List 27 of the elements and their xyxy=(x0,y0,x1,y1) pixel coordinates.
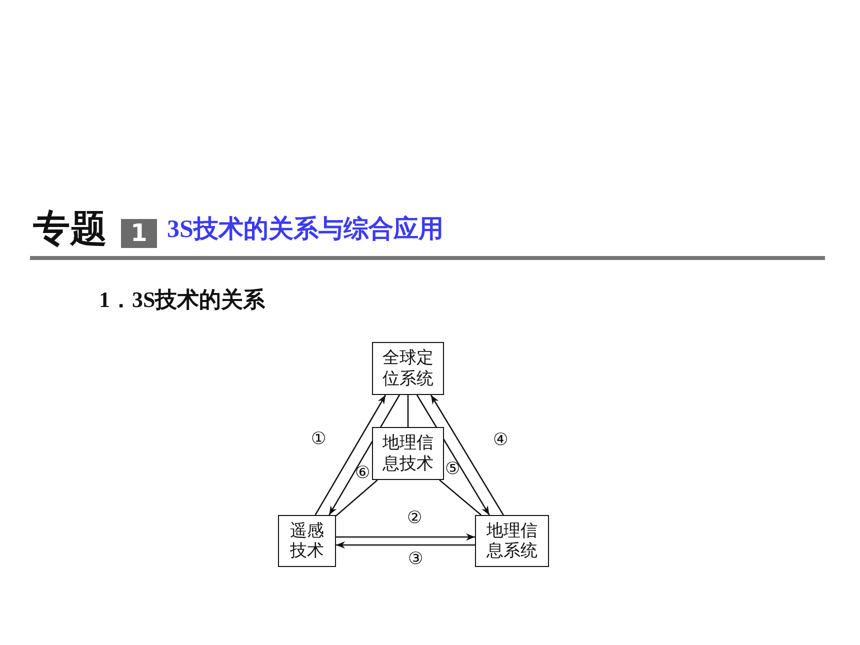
topic-number: 1 xyxy=(121,219,157,248)
edge-label: ⑤ xyxy=(445,461,460,478)
connector-line xyxy=(407,395,409,427)
topic-title: 3S技术的关系与综合应用 xyxy=(167,214,444,245)
edge-label: ③ xyxy=(408,551,424,568)
edge-label: ② xyxy=(407,510,422,527)
connector-line xyxy=(336,480,378,516)
node-label: 地理信息系统 xyxy=(486,520,538,562)
arrow xyxy=(328,394,400,516)
text-box xyxy=(278,515,336,567)
text-box xyxy=(372,342,444,395)
arrow xyxy=(314,394,386,516)
node-label: 地理信息技术 xyxy=(382,433,434,474)
edge-label: ⑥ xyxy=(355,465,370,482)
node-label: 全球定位系统 xyxy=(382,348,434,389)
topic-heading: 专题 xyxy=(33,210,107,249)
arrow xyxy=(336,533,475,541)
edge-label: ① xyxy=(311,431,326,448)
text-box xyxy=(372,427,444,480)
node-label: 遥感技术 xyxy=(289,520,325,562)
arrow xyxy=(416,394,490,516)
edge-label: ④ xyxy=(493,432,508,449)
arrow xyxy=(430,394,504,516)
text-box xyxy=(475,515,549,567)
section-heading: 1．3S技术的关系 xyxy=(99,288,266,312)
connector-line xyxy=(439,480,482,516)
arrow xyxy=(336,541,475,549)
